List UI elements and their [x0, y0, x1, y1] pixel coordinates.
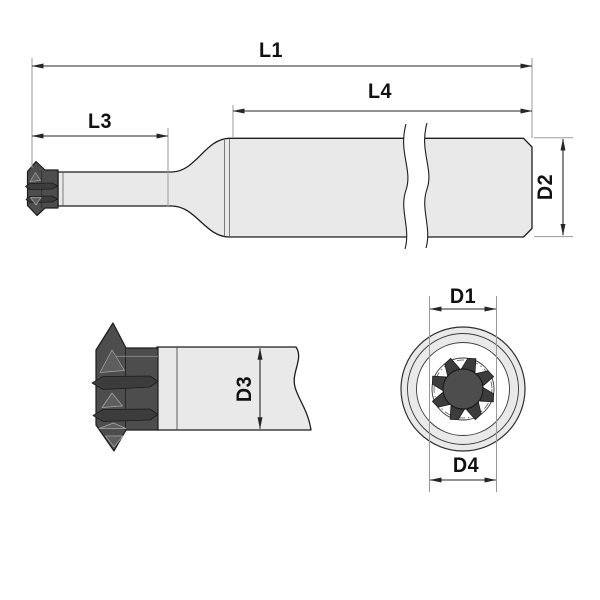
cutter-head-facet	[30, 197, 42, 206]
cutter-head-facet	[99, 349, 125, 373]
cutter-tooth-blade	[92, 408, 159, 422]
shank-break-line	[403, 123, 409, 250]
front-rim-circle	[407, 333, 519, 445]
dim-label-d2: D2	[534, 173, 557, 201]
detail-view-cutter-head	[91, 322, 312, 452]
insert-hub	[442, 368, 484, 410]
cutter-head-side-large	[91, 322, 159, 452]
dim-label-l3: L3	[88, 110, 112, 133]
cutter-head-facet	[29, 172, 41, 182]
dimensions-side-view	[31, 58, 573, 238]
dimensions-front-view	[429, 296, 497, 492]
tool-body-outline	[57, 137, 533, 238]
cutter-head-facet	[98, 422, 127, 429]
front-tip-circle	[431, 357, 495, 421]
cutter-head-facet	[101, 392, 123, 408]
cutter-tooth-blade	[25, 182, 59, 190]
cutter-head-side-small	[25, 160, 59, 217]
shank-break-line	[424, 122, 430, 249]
cutter-tooth-blade	[25, 195, 59, 203]
dim-label-d4: D4	[452, 454, 480, 477]
front-pitch-circle	[433, 359, 493, 419]
dim-label-d1: D1	[449, 285, 477, 308]
side-view-full-tool	[25, 122, 533, 250]
detail-body-outline	[156, 346, 312, 431]
dim-label-l1: L1	[259, 39, 283, 62]
front-view-cutter	[400, 326, 526, 452]
dim-label-d3: D3	[233, 375, 256, 403]
cutter-head-facet	[105, 435, 124, 448]
dim-label-l4: L4	[368, 80, 392, 103]
shank-break-gap	[403, 123, 429, 249]
cutter-tooth-blade	[91, 375, 159, 390]
